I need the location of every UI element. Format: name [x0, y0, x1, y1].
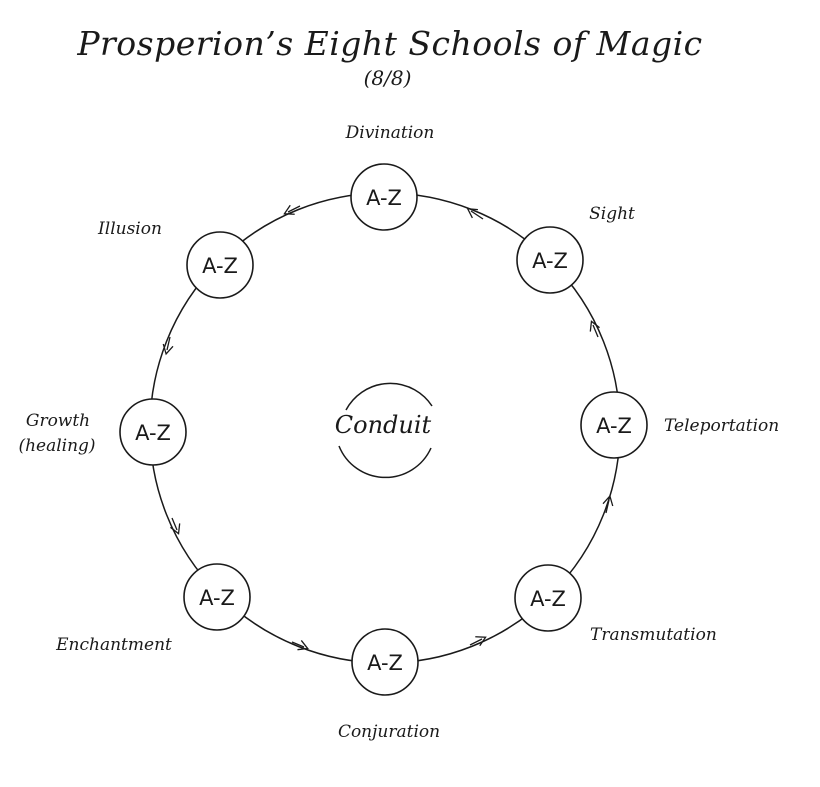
flow-arrows: [162, 204, 614, 651]
school-node-growth: A-Z: [119, 398, 187, 466]
school-label-divination: Divination: [345, 123, 435, 143]
school-label-enchantment: Enchantment: [55, 635, 172, 655]
node-label: A-Z: [135, 421, 171, 445]
node-label: A-Z: [532, 249, 568, 273]
school-node-divination: A-Z: [350, 163, 418, 231]
school-label-conjuration: Conjuration: [338, 722, 440, 742]
school-label-growth: Growth: [26, 411, 90, 431]
conduit-arc-top: [345, 382, 433, 411]
diagram-title: Prosperion’s Eight Schools of Magic: [77, 24, 703, 63]
school-node-sight: A-Z: [516, 226, 584, 294]
conduit: Conduit: [335, 382, 433, 479]
conduit-label: Conduit: [335, 411, 432, 439]
school-label-growth-subtitle: (healing): [18, 436, 95, 456]
school-node-transmutation: A-Z: [514, 564, 582, 632]
arrow-conjuration-to-transmutation: [469, 636, 487, 647]
node-label: A-Z: [366, 186, 402, 210]
school-label-teleportation: Teleportation: [664, 416, 779, 436]
school-node-conjuration: A-Z: [351, 628, 419, 696]
school-node-teleportation: A-Z: [580, 391, 648, 459]
node-label: A-Z: [367, 651, 403, 675]
arrow-teleportation-to-sight: [589, 320, 600, 338]
school-label-illusion: Illusion: [97, 219, 162, 239]
arrow-sight-to-divination: [466, 208, 484, 220]
node-label: A-Z: [596, 414, 632, 438]
school-label-transmutation: Transmutation: [590, 625, 717, 645]
node-label: A-Z: [530, 587, 566, 611]
arrow-growth-to-enchantment: [170, 517, 181, 535]
diagram-subtitle: (8/8): [363, 66, 412, 90]
conduit-arc-bottom: [338, 445, 432, 479]
arrow-divination-to-illusion: [283, 204, 301, 215]
arrow-enchantment-to-conjuration: [291, 640, 309, 651]
node-label: A-Z: [202, 254, 238, 278]
school-node-enchantment: A-Z: [183, 563, 251, 631]
school-node-illusion: A-Z: [186, 231, 254, 299]
arrow-illusion-to-growth: [162, 336, 174, 356]
arrow-transmutation-to-teleportation: [602, 494, 614, 514]
school-label-sight: Sight: [589, 204, 635, 224]
node-label: A-Z: [199, 586, 235, 610]
